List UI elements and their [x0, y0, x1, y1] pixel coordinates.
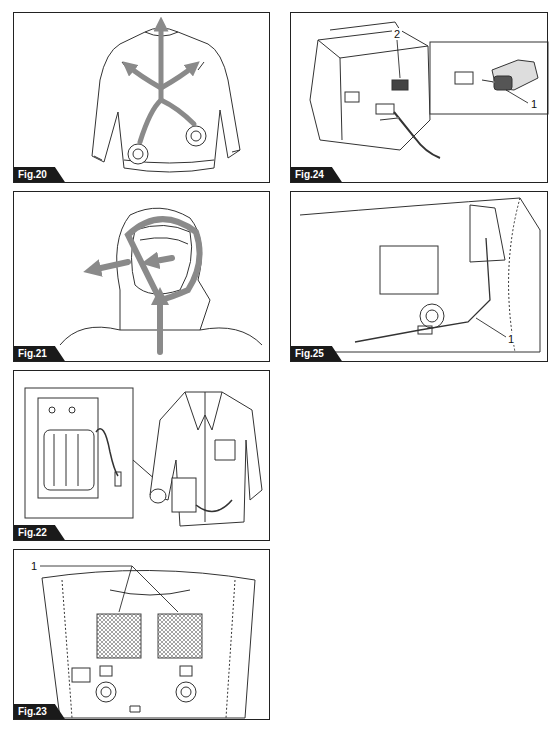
figure-label: Fig.22	[14, 525, 65, 540]
callout-number: 1	[506, 333, 516, 345]
callout-number: 2	[392, 28, 402, 40]
battery-adapter	[310, 22, 548, 158]
battery-pocket	[25, 388, 165, 518]
figure-label: Fig.20	[14, 167, 65, 182]
leader-lines	[397, 40, 528, 103]
leader-lines	[40, 566, 178, 612]
figure-panel: Fig.21	[13, 191, 270, 362]
figure-panel: Fig.24	[290, 12, 548, 183]
figure-label: Fig.25	[291, 346, 342, 361]
figure-label: Fig.24	[291, 167, 342, 182]
jacket-interior	[42, 570, 255, 718]
airflow-arrows	[92, 219, 200, 352]
figure-panel: Fig.23	[13, 549, 270, 720]
figure-panel: Fig.22	[13, 370, 270, 541]
jacket-back	[92, 28, 240, 172]
figure-label: Fig.21	[14, 346, 65, 361]
figure-label: Fig.23	[14, 704, 65, 719]
jacket-front	[150, 392, 262, 526]
figure-panel: Fig.20	[13, 12, 270, 183]
interior-pocket	[300, 198, 540, 352]
callout-number: 1	[529, 98, 539, 110]
airflow-arrows	[128, 24, 194, 142]
callout-number: 1	[29, 560, 39, 572]
leader-lines	[476, 318, 506, 337]
